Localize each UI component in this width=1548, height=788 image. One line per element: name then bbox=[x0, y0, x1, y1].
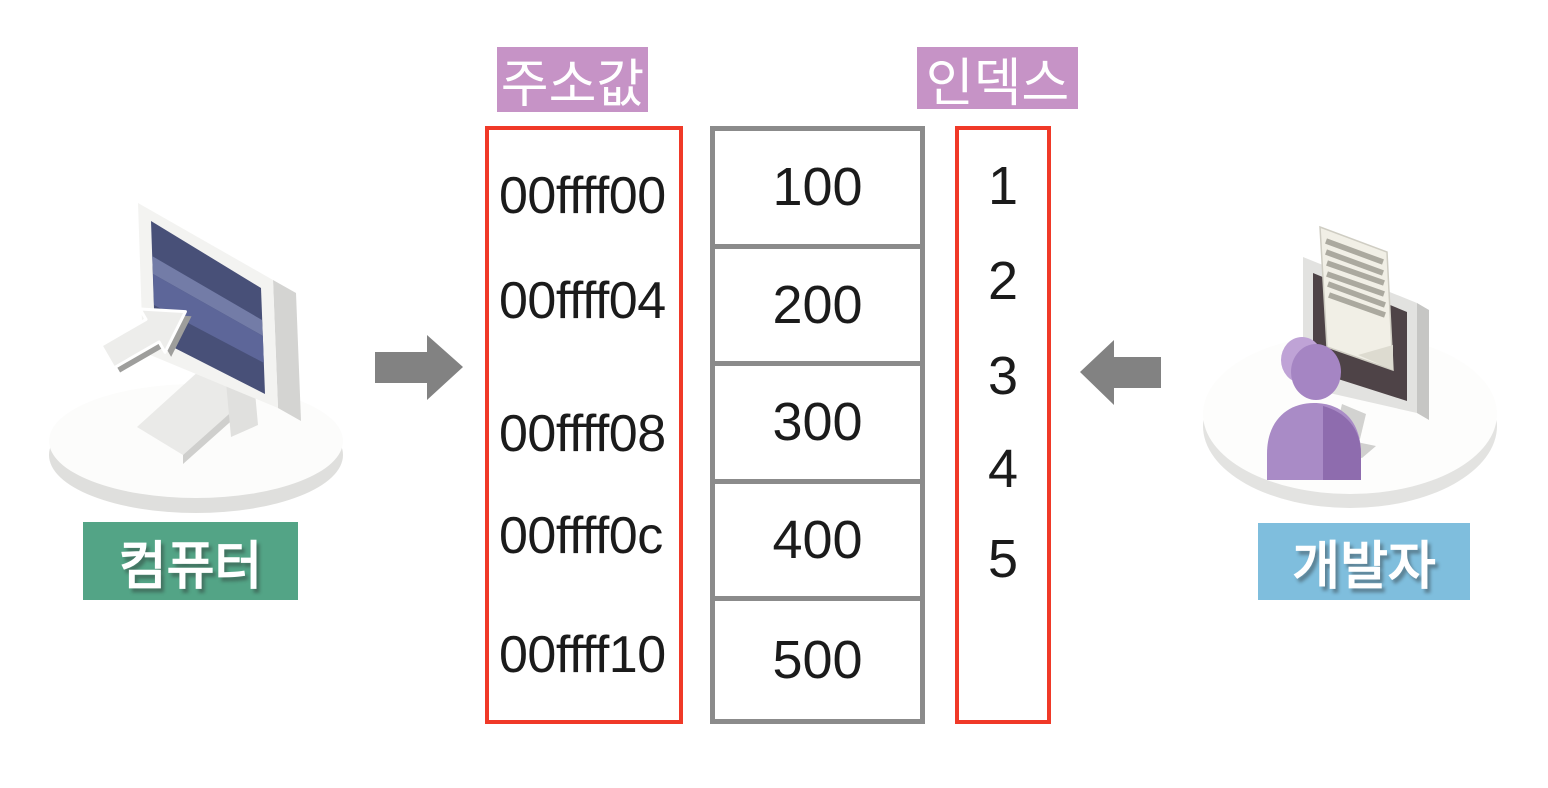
address-column: 00ffff00 00ffff04 00ffff08 00ffff0c 00ff… bbox=[485, 126, 683, 724]
address-value: 00ffff08 bbox=[499, 405, 666, 463]
index-value: 1 bbox=[987, 156, 1019, 216]
index-value: 5 bbox=[987, 529, 1019, 589]
computer-label: 컴퓨터 bbox=[83, 522, 298, 600]
developer-label: 개발자 bbox=[1258, 523, 1470, 600]
arrow-left-icon bbox=[1080, 340, 1161, 405]
address-value: 00ffff0c bbox=[499, 507, 663, 565]
index-value: 3 bbox=[987, 346, 1019, 406]
developer-icon bbox=[1203, 225, 1497, 508]
address-value: 00ffff10 bbox=[499, 626, 666, 684]
index-value: 4 bbox=[987, 439, 1019, 499]
address-value: 00ffff04 bbox=[499, 272, 666, 330]
arrow-right-icon bbox=[375, 335, 463, 400]
address-column-label: 주소값 bbox=[497, 47, 648, 112]
array-cell: 200 bbox=[715, 249, 920, 367]
index-column: 1 2 3 4 5 bbox=[955, 126, 1051, 724]
index-value: 2 bbox=[987, 251, 1019, 311]
array-values-table: 100 200 300 400 500 bbox=[710, 126, 925, 724]
array-cell: 100 bbox=[715, 131, 920, 249]
array-cell: 400 bbox=[715, 484, 920, 602]
cursor-arrow-icon bbox=[99, 307, 192, 373]
array-cell: 500 bbox=[772, 630, 863, 691]
array-cell: 300 bbox=[715, 366, 920, 484]
computer-icon bbox=[49, 203, 343, 513]
index-column-label: 인덱스 bbox=[917, 47, 1078, 109]
person-icon bbox=[1267, 337, 1361, 480]
address-value: 00ffff00 bbox=[499, 167, 666, 225]
